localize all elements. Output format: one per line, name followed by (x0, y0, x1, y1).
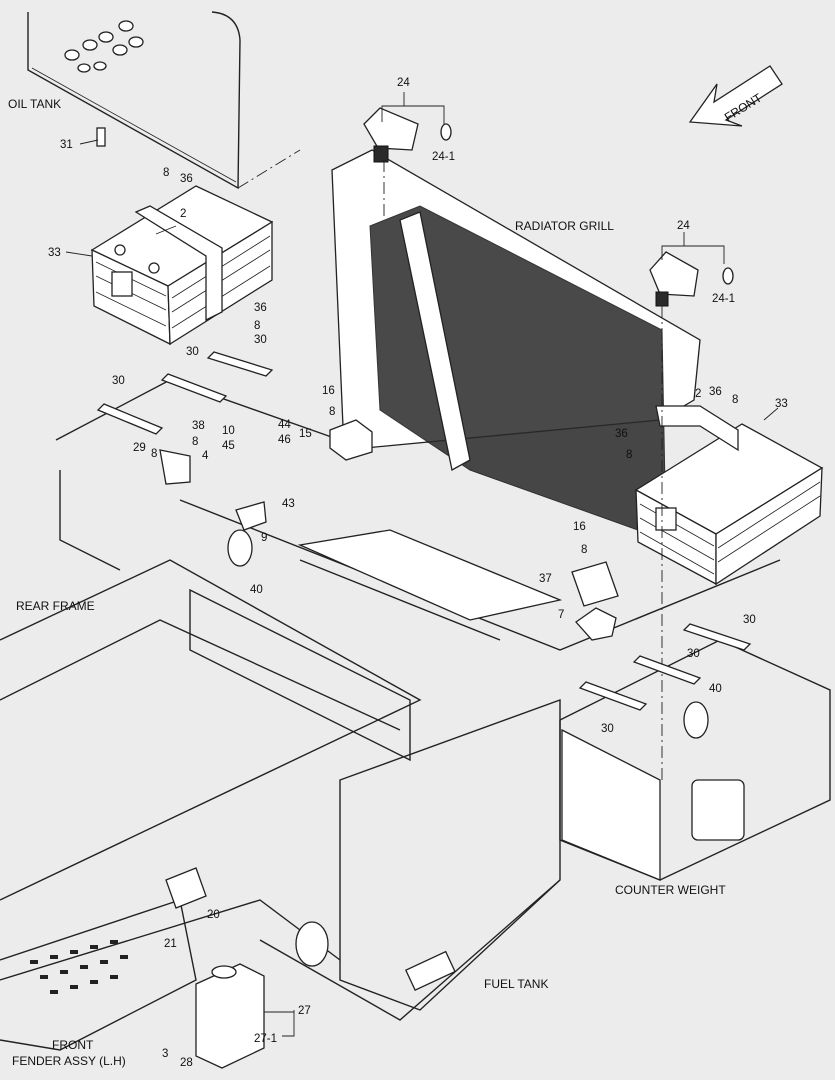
label-oil-tank: OIL TANK (8, 97, 61, 111)
callout-15: 15 (299, 428, 312, 440)
callout-8: 8 (581, 544, 587, 556)
callout-31: 31 (60, 139, 73, 151)
callout-2: 2 (180, 208, 186, 220)
callout-40: 40 (709, 683, 722, 695)
callout-36: 36 (254, 302, 267, 314)
callout-21: 21 (164, 938, 177, 950)
callout-43: 43 (282, 498, 295, 510)
callout-24-1: 24-1 (432, 151, 455, 163)
callout-33: 33 (775, 398, 788, 410)
callout-24: 24 (677, 220, 690, 232)
callout-30: 30 (186, 346, 199, 358)
callout-4: 4 (202, 450, 209, 462)
components (96, 351, 752, 909)
label-front-fender-line1: FRONT (52, 1038, 94, 1052)
callout-24: 24 (397, 77, 410, 89)
callout-38: 38 (192, 420, 205, 432)
callout-8: 8 (732, 394, 738, 406)
rear-frame (0, 379, 831, 1011)
callout-2: 2 (695, 388, 701, 400)
front-fender (0, 899, 197, 1051)
radiator-grill (331, 149, 701, 541)
callout-30: 30 (601, 723, 614, 735)
callout-8: 8 (254, 320, 260, 332)
callout-8: 8 (192, 436, 198, 448)
label-front-fender-line2: FENDER ASSY (L.H) (12, 1054, 126, 1068)
callout-45: 45 (222, 440, 235, 452)
callout-30: 30 (743, 614, 756, 626)
callout-33: 33 (48, 247, 61, 259)
callout-24-1: 24-1 (712, 293, 735, 305)
callout-30: 30 (254, 334, 267, 346)
callout-10: 10 (222, 425, 235, 437)
washer-tank (195, 963, 265, 1069)
callout-40: 40 (250, 584, 263, 596)
callout-9: 9 (261, 532, 267, 544)
callouts: 24 24-1 24 24-1 31 8 36 2 33 36 8 30 30 … (48, 77, 788, 1069)
front-arrow (688, 65, 783, 127)
fuel-tank (259, 879, 561, 1021)
label-radiator-grill: RADIATOR GRILL (515, 219, 614, 233)
callout-27: 27 (298, 1005, 311, 1017)
callout-3: 3 (162, 1048, 168, 1060)
battery-right (634, 405, 824, 586)
callout-36: 36 (180, 173, 193, 185)
callout-36: 36 (615, 428, 628, 440)
callout-8: 8 (163, 167, 169, 179)
callout-36: 36 (709, 386, 722, 398)
callout-20: 20 (207, 909, 220, 921)
callout-8: 8 (626, 449, 632, 461)
label-counter-weight: COUNTER WEIGHT (615, 883, 726, 897)
callout-7: 7 (558, 609, 564, 621)
leader-lines (65, 92, 779, 1037)
callout-46: 46 (278, 434, 291, 446)
callout-30: 30 (112, 375, 125, 387)
callout-16: 16 (322, 385, 335, 397)
callout-30: 30 (687, 648, 700, 660)
callout-16: 16 (573, 521, 586, 533)
work-lamp-right (649, 251, 734, 780)
callout-44: 44 (278, 419, 291, 431)
label-rear-frame: REAR FRAME (16, 599, 95, 613)
callout-28: 28 (180, 1057, 193, 1069)
callout-8: 8 (329, 406, 335, 418)
work-lamp-left (363, 107, 452, 220)
oil-tank (27, 11, 301, 190)
callout-8: 8 (151, 448, 157, 460)
battery-left (90, 185, 274, 346)
callout-29: 29 (133, 442, 146, 454)
callout-27-1: 27-1 (254, 1033, 277, 1045)
label-fuel-tank: FUEL TANK (484, 977, 548, 991)
callout-37: 37 (539, 573, 552, 585)
